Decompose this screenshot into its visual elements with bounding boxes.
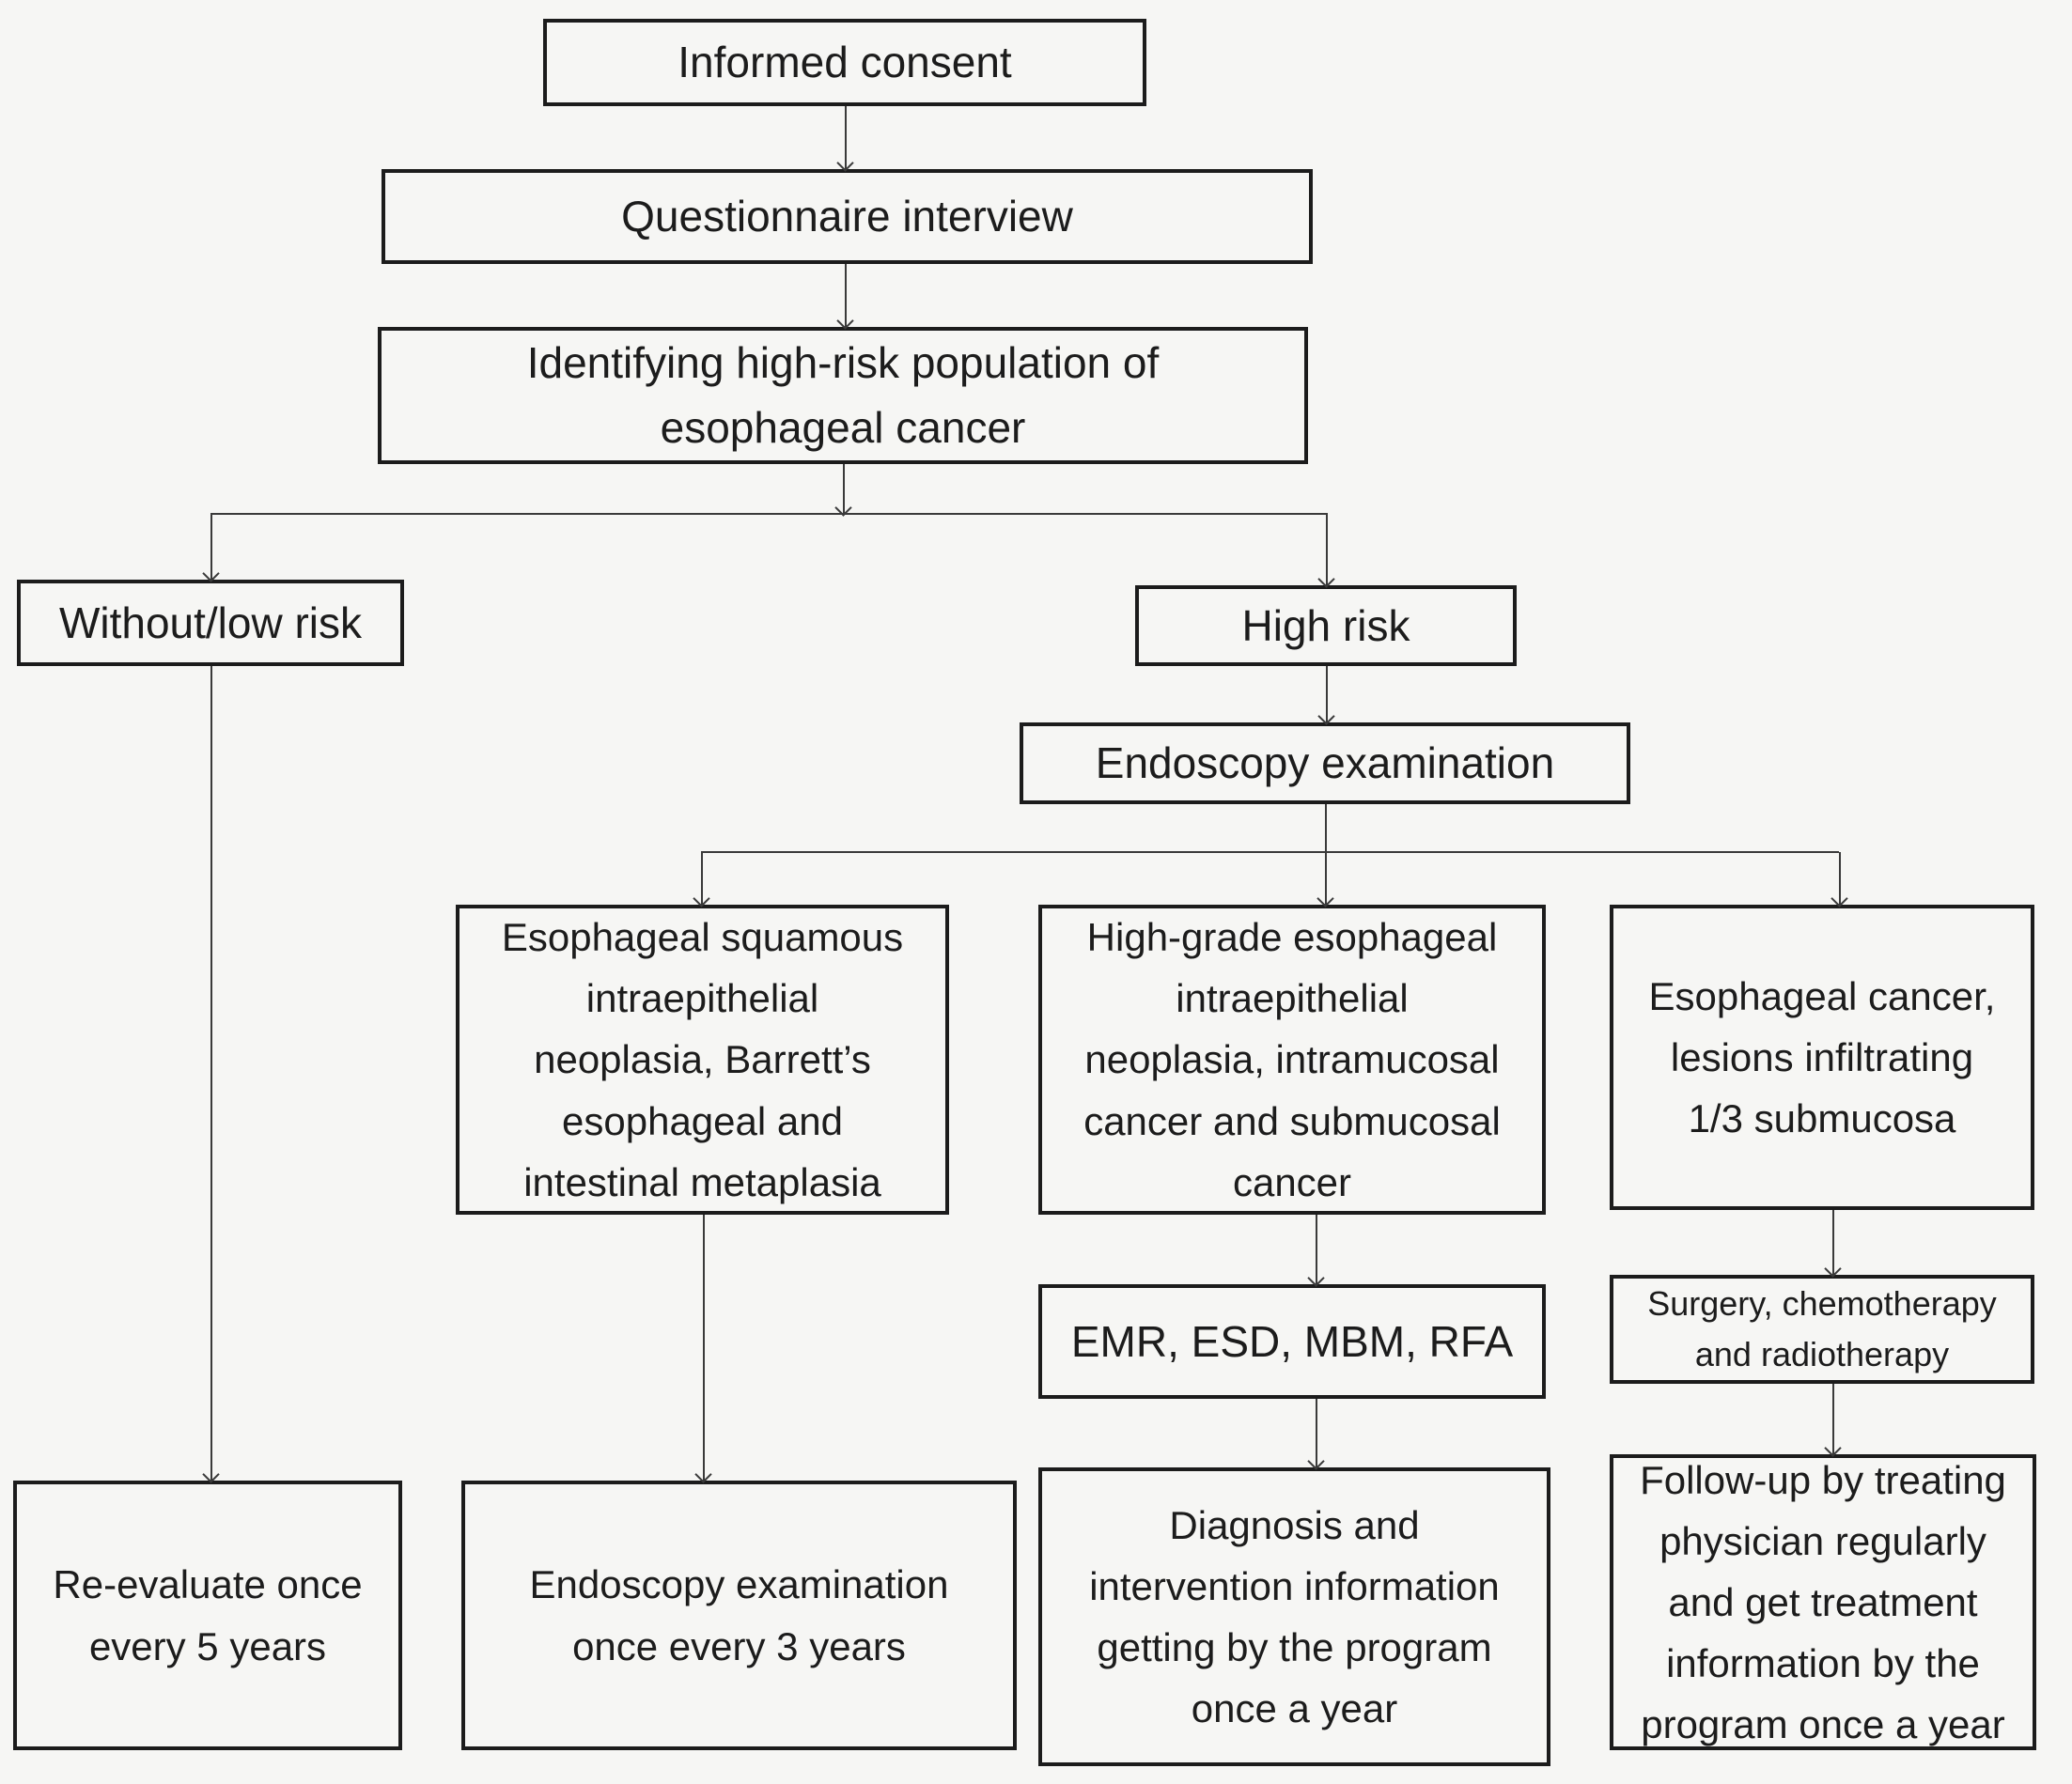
node-endoscopy-examination: Endoscopy examination — [1020, 722, 1630, 804]
arrow-squamous-to-endoscopy-3yr — [703, 1215, 705, 1481]
node-informed-consent: Informed consent — [543, 19, 1146, 106]
arrow-high-risk-to-endoscopy — [1326, 666, 1328, 722]
arrow-identifying-to-branch — [843, 464, 845, 514]
arrow-branch-to-esophageal-cancer — [1839, 852, 1841, 905]
branch-line-risk — [210, 513, 1328, 515]
arrow-questionnaire-to-identifying — [845, 264, 847, 327]
arrow-branch-to-squamous — [701, 852, 703, 905]
arrow-branch-to-high-grade — [1325, 852, 1327, 905]
arrow-emr-to-diagnosis — [1316, 1399, 1317, 1467]
arrow-consent-to-questionnaire — [845, 106, 847, 169]
node-reevaluate-5-years: Re-evaluate once every 5 years — [13, 1481, 402, 1750]
branch-line-findings — [701, 851, 1839, 853]
node-esophageal-cancer: Esophageal cancer, lesions infiltrating … — [1610, 905, 2034, 1210]
node-questionnaire-interview: Questionnaire interview — [382, 169, 1313, 264]
node-surgery-chemo-radio: Surgery, chemotherapy and radiotherapy — [1610, 1275, 2034, 1384]
node-endoscopy-every-3-years: Endoscopy examination once every 3 years — [461, 1481, 1017, 1750]
arrow-branch-to-high-risk — [1326, 514, 1328, 585]
node-without-low-risk: Without/low risk — [17, 580, 404, 666]
arrow-high-grade-to-emr — [1316, 1215, 1317, 1284]
arrow-surgery-to-followup — [1832, 1384, 1834, 1454]
node-squamous-neoplasia: Esophageal squamous intraepithelial neop… — [456, 905, 949, 1215]
node-diagnosis-intervention-info: Diagnosis and intervention information g… — [1038, 1467, 1550, 1766]
node-identifying-high-risk: Identifying high-risk population of esop… — [378, 327, 1308, 464]
node-high-grade-neoplasia: High-grade esophageal intraepithelial ne… — [1038, 905, 1546, 1215]
node-emr-esd-mbm-rfa: EMR, ESD, MBM, RFA — [1038, 1284, 1546, 1399]
node-high-risk: High risk — [1135, 585, 1517, 666]
line-endoscopy-to-branch — [1325, 804, 1327, 852]
arrow-branch-to-without-low-risk — [210, 514, 212, 580]
arrow-without-low-risk-to-reevaluate — [210, 666, 212, 1481]
arrow-esophageal-cancer-to-surgery — [1832, 1210, 1834, 1275]
node-followup-by-physician: Follow-up by treating physician regularl… — [1610, 1454, 2036, 1750]
